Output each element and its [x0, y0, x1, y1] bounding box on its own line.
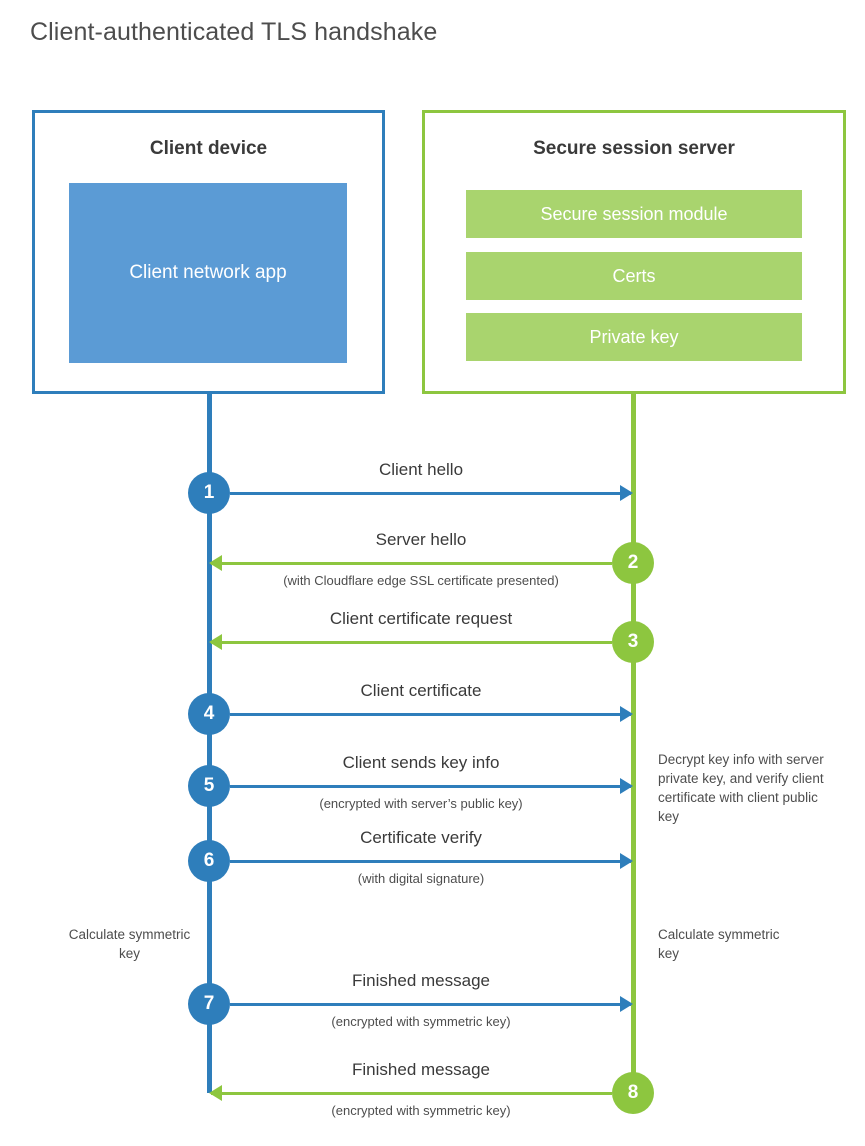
step-2-arrow-head-icon — [209, 555, 222, 571]
page-title: Client-authenticated TLS handshake — [30, 18, 438, 46]
step-7-message-sublabel: (encrypted with symmetric key) — [331, 1014, 511, 1029]
client-network-app-box: Client network app — [69, 183, 347, 363]
step-8-message-label: Finished message — [352, 1060, 490, 1079]
server-lifeline — [631, 393, 636, 1093]
step-3-circle[interactable]: 3 — [612, 621, 654, 663]
step-7-arrow-line — [230, 1003, 631, 1006]
step-8-arrow-line — [211, 1092, 612, 1095]
step-6-arrow-line — [230, 860, 631, 863]
step-1-message-label: Client hello — [378, 460, 464, 479]
step-4-circle[interactable]: 4 — [188, 693, 230, 735]
step-4-arrow-head-icon — [620, 706, 633, 722]
step-3-arrow-head-icon — [209, 634, 222, 650]
client-network-app-label: Client network app — [129, 262, 287, 284]
client-lifeline — [207, 393, 212, 1093]
client-device-title: Client device — [149, 138, 268, 159]
step-7-circle[interactable]: 7 — [188, 983, 230, 1025]
step-6-arrow-head-icon — [620, 853, 633, 869]
step-7-message-label: Finished message — [352, 971, 490, 990]
step-5-message-sublabel: (encrypted with server’s public key) — [319, 796, 523, 811]
step-1-arrow-line — [230, 492, 631, 495]
step-4-message-label: Client certificate — [360, 681, 482, 700]
step-5-message-label: Client sends key info — [342, 753, 500, 772]
step-5-circle[interactable]: 5 — [188, 765, 230, 807]
step-3-arrow-line — [211, 641, 612, 644]
server-component-label: Private key — [589, 326, 679, 347]
secure-session-server-title: Secure session server — [533, 138, 735, 159]
step-3-message-label: Client certificate request — [329, 609, 513, 628]
step-8-message-sublabel: (encrypted with symmetric key) — [331, 1103, 511, 1118]
step-2-circle[interactable]: 2 — [612, 542, 654, 584]
step-6-circle[interactable]: 6 — [188, 840, 230, 882]
server-component-label: Secure session module — [540, 203, 728, 224]
step-7-arrow-head-icon — [620, 996, 633, 1012]
step-1-circle[interactable]: 1 — [188, 472, 230, 514]
server-decrypt-annotation: Decrypt key info with server private key… — [658, 752, 824, 825]
step-2-message-sublabel: (with Cloudflare edge SSL certificate pr… — [283, 573, 559, 588]
step-8-arrow-head-icon — [209, 1085, 222, 1101]
step-1-arrow-head-icon — [620, 485, 633, 501]
server-component-certs: Certs — [466, 252, 802, 300]
server-component-private-key: Private key — [466, 313, 802, 361]
server-component-secure-session-module: Secure session module — [466, 190, 802, 238]
step-2-arrow-line — [211, 562, 612, 565]
step-6-message-label: Certificate verify — [360, 828, 482, 847]
client-calculate-symmetric-key-annotation: Calculate symmetric key — [68, 927, 191, 962]
step-5-arrow-head-icon — [620, 778, 633, 794]
step-5-arrow-line — [230, 785, 631, 788]
step-8-circle[interactable]: 8 — [612, 1072, 654, 1114]
step-4-arrow-line — [230, 713, 631, 716]
step-2-message-label: Server hello — [375, 530, 467, 549]
step-6-message-sublabel: (with digital signature) — [357, 871, 485, 886]
server-component-label: Certs — [612, 265, 656, 286]
server-calculate-symmetric-key-annotation: Calculate symmetric key — [658, 927, 780, 962]
